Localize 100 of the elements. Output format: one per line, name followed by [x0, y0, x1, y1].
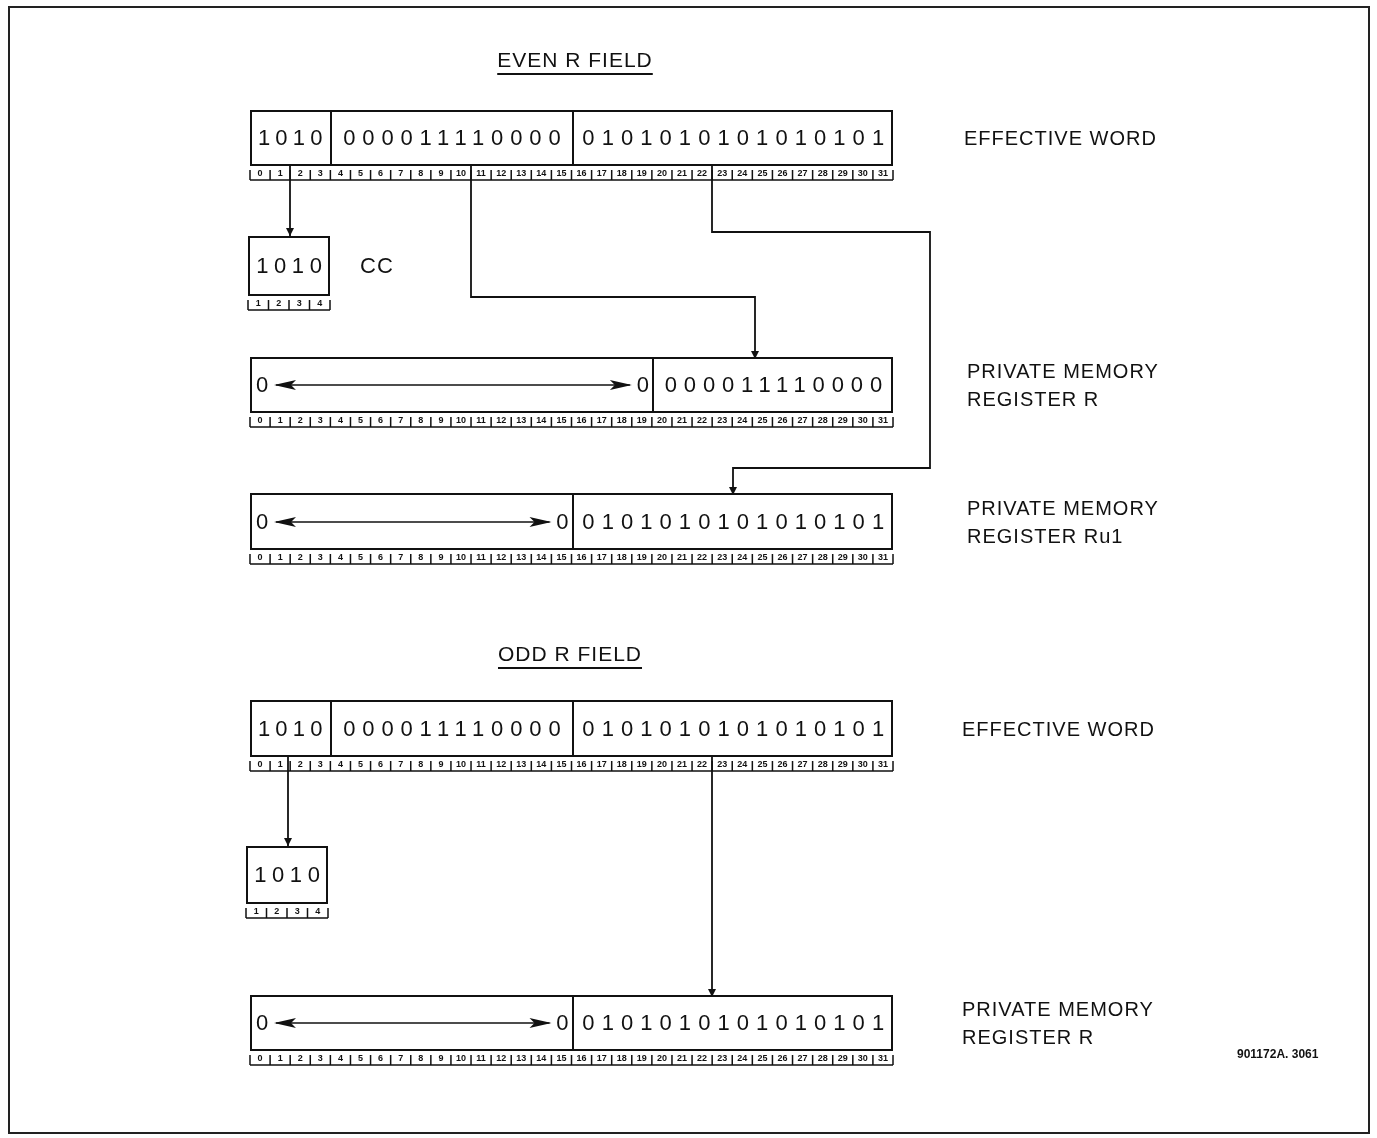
bit-number: 10 — [454, 168, 467, 178]
bit-number: 30 — [856, 1053, 869, 1063]
bit-number: 19 — [635, 552, 648, 562]
bit-number: 9 — [437, 1053, 445, 1063]
bit-number: 18 — [615, 552, 628, 562]
bit-number: 30 — [856, 759, 869, 769]
bit-number: 21 — [676, 168, 688, 178]
bit-number: 30 — [856, 168, 869, 178]
bit-number: 20 — [655, 168, 668, 178]
bit-number: 22 — [696, 759, 709, 769]
bit-number: 18 — [615, 168, 628, 178]
bit-number: 8 — [417, 168, 425, 178]
bit-number: 8 — [417, 415, 425, 425]
bit-number: 26 — [776, 552, 789, 562]
register-label: EFFECTIVE WORD — [962, 716, 1156, 742]
bit-number: 31 — [876, 552, 889, 562]
bit-number: 11 — [475, 759, 487, 769]
bit-number: 29 — [836, 759, 849, 769]
bit-number: 5 — [357, 1053, 364, 1063]
bit-number: 19 — [635, 1053, 648, 1063]
bit-number: 17 — [595, 415, 608, 425]
bit-number: 29 — [836, 1053, 849, 1063]
bit-number: 31 — [876, 415, 889, 425]
bit-value: 0 — [556, 508, 569, 535]
bit-number: 13 — [515, 552, 528, 562]
bit-value: 0 — [256, 372, 269, 398]
bit-number: 14 — [535, 552, 548, 562]
bit-number: 2 — [296, 759, 304, 769]
bit-number: 29 — [836, 415, 849, 425]
bit-number: 1 — [254, 298, 262, 308]
bit-number: 28 — [816, 1053, 829, 1063]
register-label: PRIVATE MEMORY REGISTER R — [967, 359, 1160, 412]
bit-number: 9 — [437, 552, 445, 562]
bit-pattern: 000011110000 — [342, 125, 569, 151]
bit-number: 6 — [377, 759, 385, 769]
bit-number: 13 — [515, 1053, 528, 1063]
bit-number: 27 — [796, 1053, 809, 1063]
bit-number: 2 — [296, 552, 304, 562]
bit-number: 12 — [495, 415, 508, 425]
bit-number: 19 — [635, 759, 648, 769]
bit-number: 28 — [816, 168, 829, 178]
bit-number: 24 — [736, 552, 749, 562]
bit-number: 28 — [816, 759, 829, 769]
arrow — [284, 754, 292, 847]
bit-number: 3 — [316, 552, 324, 562]
bit-number: 11 — [475, 168, 487, 178]
bit-pattern: 0101010101010101 — [581, 508, 893, 535]
bit-number: 29 — [836, 552, 849, 562]
bit-number: 7 — [397, 415, 405, 425]
bit-number: 26 — [776, 415, 789, 425]
arrow — [470, 163, 759, 360]
arrow — [708, 754, 716, 998]
bit-number: 5 — [357, 552, 364, 562]
bit-number: 2 — [275, 298, 283, 308]
bit-number: 21 — [676, 552, 688, 562]
bit-number: 16 — [575, 759, 588, 769]
bit-number: 3 — [293, 906, 301, 916]
bit-number: 21 — [676, 415, 688, 425]
bit-number: 29 — [836, 168, 849, 178]
bit-number: 3 — [295, 298, 303, 308]
bit-number: 18 — [615, 415, 628, 425]
bit-number: 7 — [397, 552, 405, 562]
bit-number: 21 — [676, 759, 688, 769]
bit-number: 23 — [716, 552, 729, 562]
bit-value: 0 — [556, 1010, 569, 1036]
bit-number: 18 — [615, 759, 628, 769]
bit-number: 8 — [417, 552, 425, 562]
bit-number: 12 — [495, 552, 508, 562]
bit-value: 0 — [256, 508, 269, 535]
bit-number: 31 — [876, 168, 889, 178]
bit-number: 24 — [736, 415, 749, 425]
bit-pattern: 0101010101010101 — [581, 125, 893, 151]
bit-number: 13 — [515, 168, 528, 178]
bit-number: 17 — [595, 759, 608, 769]
bit-number: 27 — [796, 759, 809, 769]
bit-number: 9 — [437, 759, 445, 769]
register-label: PRIVATE MEMORY REGISTER R — [962, 997, 1155, 1050]
bit-pattern: 000011110000 — [342, 715, 569, 742]
bit-number: 23 — [716, 1053, 729, 1063]
bit-number: 20 — [655, 415, 668, 425]
bit-number: 12 — [495, 759, 508, 769]
bit-number: 8 — [417, 1053, 425, 1063]
bit-number: 4 — [336, 552, 344, 562]
bit-number: 25 — [756, 1053, 769, 1063]
bit-number: 15 — [555, 168, 568, 178]
figure-number: 901172A. 3061 — [1237, 1047, 1319, 1061]
bit-number: 12 — [495, 168, 508, 178]
bit-number: 14 — [535, 759, 548, 769]
bit-number: 15 — [555, 759, 568, 769]
bit-number: 4 — [314, 906, 322, 916]
bit-number: 12 — [495, 1053, 508, 1063]
bit-number: 3 — [316, 415, 324, 425]
arrow — [711, 163, 931, 496]
bit-number: 23 — [716, 759, 729, 769]
bit-number: 28 — [816, 415, 829, 425]
bit-number: 27 — [796, 168, 809, 178]
register-label: EFFECTIVE WORD — [964, 126, 1158, 151]
bit-number: 0 — [256, 1053, 264, 1063]
arrow — [286, 163, 294, 237]
bit-number: 7 — [397, 759, 405, 769]
